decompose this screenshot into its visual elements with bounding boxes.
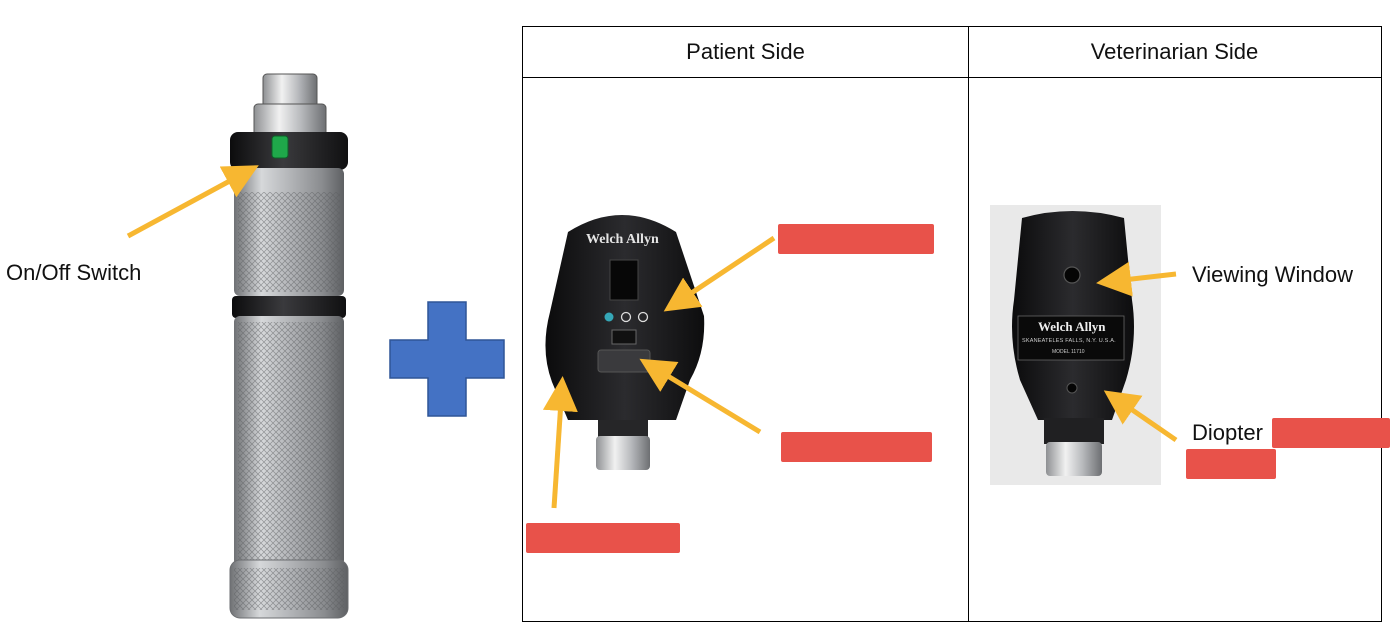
on-off-switch-label: On/Off Switch [6, 260, 142, 285]
arrow-icon [1103, 390, 1178, 443]
veterinarian-side-brand-subtitle: SKANEATELES FALLS, N.Y. U.S.A. [1022, 338, 1116, 344]
header-patient-side: Patient Side [686, 39, 805, 64]
redacted-label [1186, 449, 1276, 479]
viewing-window-label: Viewing Window [1192, 262, 1354, 287]
header-veterinarian-side: Veterinarian Side [1090, 39, 1259, 64]
patient-side-brand: Welch Allyn [586, 232, 659, 247]
redacted-label [781, 432, 932, 462]
arrow-icon [126, 165, 259, 239]
redacted-label [778, 224, 934, 254]
arrow-icon [542, 376, 578, 509]
redacted-label [526, 523, 680, 553]
arrow-icon [639, 358, 762, 435]
diopter-label: Diopter [1192, 420, 1263, 445]
arrow-icon [1096, 261, 1177, 297]
veterinarian-side-model: MODEL 11710 [1052, 349, 1085, 355]
arrow-icon [663, 235, 776, 312]
redacted-label [1272, 418, 1390, 448]
veterinarian-side-brand: Welch Allyn [1038, 319, 1106, 334]
comparison-table: Patient Side Veterinarian Side [522, 26, 1382, 622]
